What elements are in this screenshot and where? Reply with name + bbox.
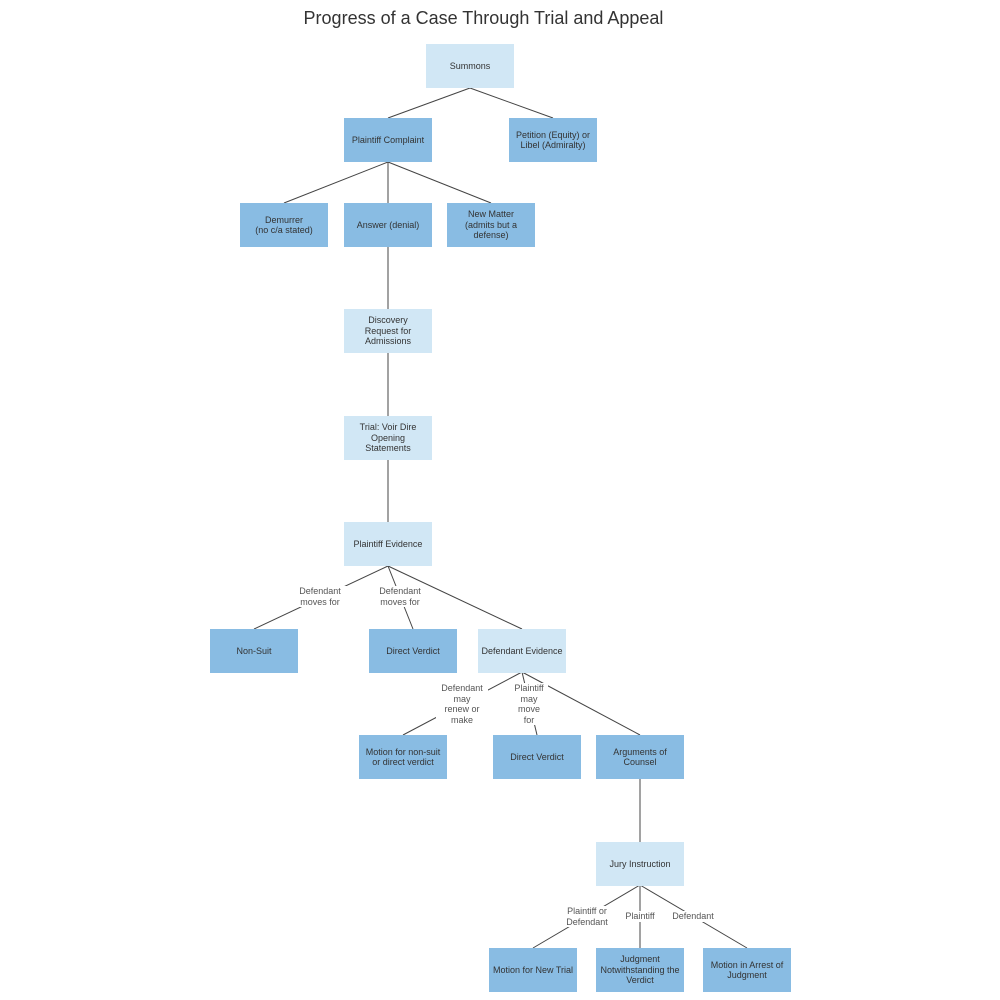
node-motion-new-trial: Motion for New Trial [489,948,577,992]
edge-label-defendant-moves-nonsuit: Defendant moves for [292,586,348,607]
edge-summons-petition [469,87,554,119]
node-motion-nonsuit: Motion for non-suit or direct verdict [359,735,447,779]
edge-label-defendant-may-renew: Defendant may renew or make [436,683,488,725]
node-motion-arrest: Motion in Arrest of Judgment [703,948,791,992]
page-title: Progress of a Case Through Trial and App… [303,8,664,28]
node-answer: Answer (denial) [344,203,432,247]
node-petition: Petition (Equity) or Libel (Admiralty) [509,118,597,162]
edge-label-plaintiff-or-defendant: Plaintiff or Defendant [560,906,614,927]
node-arguments: Arguments of Counsel [596,735,684,779]
node-defendant-evidence: Defendant Evidence [478,629,566,673]
node-direct-verdict-2: Direct Verdict [493,735,581,779]
edge-label-defendant-moves-verdict: Defendant moves for [372,586,428,607]
node-non-suit: Non-Suit [210,629,298,673]
node-judgment-notwithstanding: Judgment Notwithstanding the Verdict [596,948,684,992]
edge-complaint-newmatter [387,161,492,204]
node-demurrer: Demurrer (no c/a stated) [240,203,328,247]
node-plaintiff-complaint: Plaintiff Complaint [344,118,432,162]
edge-label-defendant: Defendant [668,911,718,922]
node-new-matter: New Matter (admits but a defense) [447,203,535,247]
edge-summons-complaint [387,87,471,119]
node-discovery: Discovery Request for Admissions [344,309,432,353]
edge-label-plaintiff: Plaintiff [620,911,660,922]
edge-label-plaintiff-may-move: Plaintiff may move for [510,683,548,725]
node-plaintiff-evidence: Plaintiff Evidence [344,522,432,566]
node-jury-instruction: Jury Instruction [596,842,684,886]
node-trial: Trial: Voir Dire Opening Statements [344,416,432,460]
edge-complaint-demurrer [283,161,389,204]
node-summons: Summons [426,44,514,88]
edge-de-arguments [521,671,641,736]
node-direct-verdict-1: Direct Verdict [369,629,457,673]
edge-pe-defendantevidence [387,565,523,630]
